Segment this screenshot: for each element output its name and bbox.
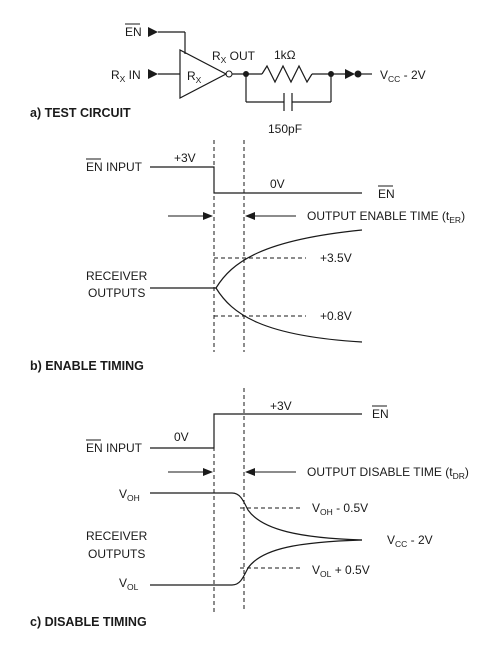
enable-timing-title: b) ENABLE TIMING — [30, 359, 144, 373]
enable-threshold-low: +0.8V — [320, 309, 352, 323]
disable-en-right: EN — [372, 407, 389, 421]
enable-threshold-high: +3.5V — [320, 251, 352, 265]
enable-output-falling — [215, 287, 363, 343]
rx-in-label: RX IN — [111, 68, 141, 84]
rx-out-label: RX OUT — [212, 49, 256, 65]
vcc-arrow-icon — [345, 69, 355, 79]
disable-receiver-line2: OUTPUTS — [88, 547, 145, 561]
disable-level-low: 0V — [174, 430, 189, 444]
enable-time-label: OUTPUT ENABLE TIME (tER) — [307, 209, 465, 225]
test-circuit-title: a) TEST CIRCUIT — [30, 106, 131, 120]
disable-voh-waveform — [150, 492, 363, 541]
disable-en-waveform — [150, 413, 362, 449]
enable-receiver-line2: OUTPUTS — [88, 286, 145, 300]
disable-vol-threshold: VOL + 0.5V — [312, 563, 370, 579]
enable-en-input-label: EN INPUT — [86, 160, 143, 174]
enable-en-waveform — [150, 166, 362, 194]
disable-receiver-line1: RECEIVER — [86, 529, 148, 543]
enable-level-high: +3V — [174, 151, 196, 165]
disable-timing-title: c) DISABLE TIMING — [30, 615, 147, 629]
enable-receiver-line1: RECEIVER — [86, 269, 148, 283]
disable-vcc-label: VCC - 2V — [387, 533, 433, 549]
en-arrow-icon — [148, 27, 158, 37]
vcc-label: VCC - 2V — [380, 68, 426, 84]
disable-level-high: +3V — [270, 399, 292, 413]
disable-en-input-label: EN INPUT — [86, 441, 143, 455]
enable-timing: EN INPUT +3V 0V EN OUTPUT ENABLE TIME (t… — [30, 140, 465, 373]
resistor-label: 1kΩ — [274, 48, 296, 62]
en-label: EN — [125, 25, 142, 39]
disable-time-label: OUTPUT DISABLE TIME (tDR) — [307, 465, 469, 481]
enable-en-right: EN — [378, 187, 395, 201]
capacitor-label: 150pF — [268, 122, 302, 136]
buffer-label: RX — [187, 69, 202, 85]
disable-voh-label: VOH — [119, 487, 140, 503]
resistor-symbol — [261, 64, 313, 84]
disable-timing: +3V EN EN INPUT 0V OUTPUT DISABLE TIME (… — [30, 388, 469, 629]
enable-level-low: 0V — [270, 177, 285, 191]
disable-vol-label: VOL — [119, 576, 139, 592]
test-circuit: EN RX IN RX RX OUT 1kΩ — [30, 23, 426, 136]
enable-output-rising — [215, 229, 363, 289]
receiver-buffer-triangle — [179, 49, 228, 99]
disable-voh-threshold: VOH - 0.5V — [312, 501, 368, 517]
rx-in-arrow-icon — [148, 69, 158, 79]
disable-vol-waveform — [150, 539, 363, 586]
